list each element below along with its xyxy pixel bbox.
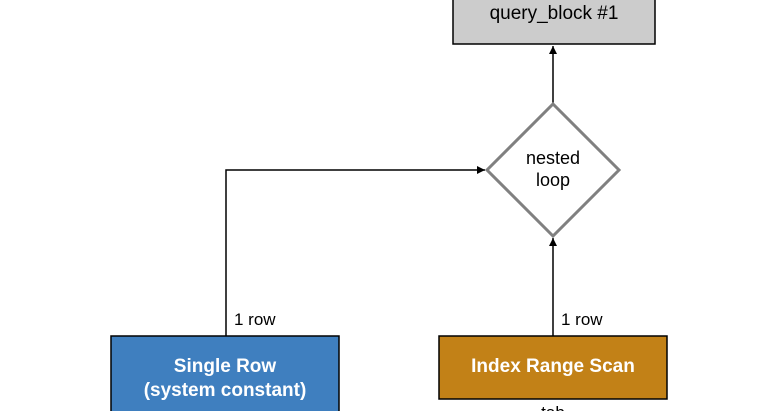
- nested-loop-node[interactable]: nested loop: [484, 101, 622, 239]
- single-row-box: [110, 335, 340, 411]
- index-range-scan-node[interactable]: Index Range Scan: [438, 335, 668, 400]
- single-row-node[interactable]: Single Row (system constant): [110, 335, 340, 411]
- query-block-node[interactable]: query_block #1: [452, 0, 656, 45]
- index-range-scan-box: [438, 335, 668, 400]
- range-scan-table-name: tab: [541, 403, 565, 411]
- index-range-scan-label: Index Range Scan: [471, 356, 635, 377]
- edge-single-row-to-loop: [225, 166, 485, 336]
- single-row-label-line2: (system constant): [144, 380, 307, 401]
- nested-loop-label-line2: loop: [536, 170, 570, 190]
- edge-right-row-count: 1 row: [561, 310, 603, 329]
- query-block-label: query_block #1: [490, 3, 619, 24]
- nested-loop-diamond: [484, 101, 622, 239]
- single-row-label-line1: Single Row: [174, 356, 277, 377]
- query-block-box: [452, 0, 656, 45]
- nested-loop-label-line1: nested: [526, 148, 580, 168]
- edge-left-row-count: 1 row: [234, 310, 276, 329]
